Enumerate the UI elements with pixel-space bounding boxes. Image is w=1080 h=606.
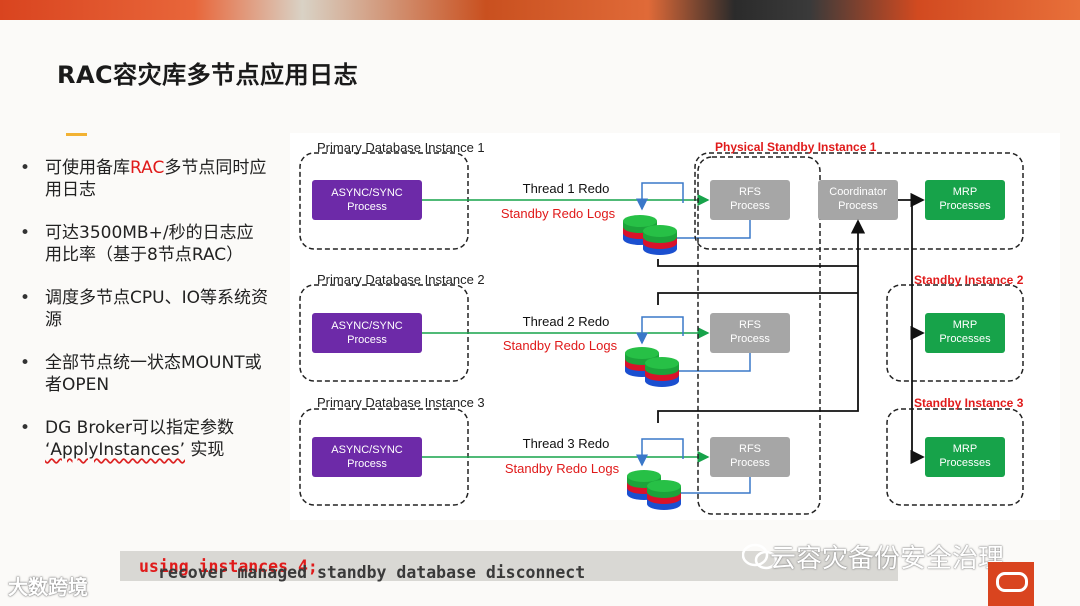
- standby-label: Standby Instance 2: [914, 273, 1024, 287]
- architecture-diagram: Primary Database Instance 1 ASYNC/SYNC P…: [290, 133, 1060, 520]
- process-label: ASYNC/SYNC: [331, 320, 403, 332]
- coordinator-process: Coordinator Process: [818, 180, 898, 220]
- svg-text:Coordinator: Coordinator: [829, 186, 887, 198]
- svg-text:Processes: Processes: [939, 200, 991, 212]
- bullet-item: 调度多节点CPU、IO等系统资源: [20, 287, 270, 331]
- svg-text:Process: Process: [730, 333, 770, 345]
- bullet-item: 全部节点统一状态MOUNT或者OPEN: [20, 352, 270, 396]
- svg-text:RFS: RFS: [739, 443, 761, 455]
- standby-2-box: [886, 284, 1024, 382]
- svg-text:Processes: Processes: [939, 457, 991, 469]
- srl-label: Standby Redo Logs: [501, 206, 616, 221]
- svg-text:Process: Process: [730, 457, 770, 469]
- rfs-process: RFS Process: [710, 313, 790, 353]
- primary-instance-2: Primary Database Instance 2 ASYNC/SYNC P…: [299, 272, 485, 382]
- svg-text:MRP: MRP: [953, 443, 977, 455]
- primary-instance-1: Primary Database Instance 1 ASYNC/SYNC P…: [299, 140, 485, 250]
- mrp-process: MRP Processes: [925, 437, 1005, 477]
- process-label: ASYNC/SYNC: [331, 444, 403, 456]
- srl-label: Standby Redo Logs: [503, 338, 618, 353]
- database-icon: [623, 215, 677, 255]
- bullet-item: DG Broker可以指定参数‘ApplyInstances’ 实现: [20, 417, 270, 461]
- header-banner: [0, 0, 1080, 20]
- mrp-process: MRP Processes: [925, 313, 1005, 353]
- svg-text:Processes: Processes: [939, 333, 991, 345]
- process-label: Process: [347, 334, 387, 346]
- mrp-process: MRP Processes: [925, 180, 1005, 220]
- svg-text:Process: Process: [838, 200, 878, 212]
- wechat-icon: [742, 543, 778, 570]
- primary-label: Primary Database Instance 3: [317, 395, 485, 410]
- srl-label: Standby Redo Logs: [505, 461, 620, 476]
- svg-text:MRP: MRP: [953, 186, 977, 198]
- oracle-logo: [988, 562, 1034, 606]
- bullet-list: 可使用备库RAC多节点同时应用日志 可达3500MB+/秒的日志应用比率（基于8…: [20, 157, 270, 482]
- watermark-right: 云容灾备份安全治理: [770, 544, 1005, 574]
- primary-label: Primary Database Instance 1: [317, 140, 485, 155]
- standby-label: Physical Standby Instance 1: [715, 140, 877, 154]
- process-label: Process: [347, 201, 387, 213]
- page-title: RAC容灾库多节点应用日志: [57, 61, 359, 89]
- database-icon: [625, 347, 679, 387]
- primary-label: Primary Database Instance 2: [317, 272, 485, 287]
- standby-3-box: [886, 408, 1024, 506]
- command-text: recover managed standby database disconn…: [139, 557, 596, 582]
- svg-text:MRP: MRP: [953, 319, 977, 331]
- process-label: ASYNC/SYNC: [331, 187, 403, 199]
- bullet-item: 可使用备库RAC多节点同时应用日志: [20, 157, 270, 201]
- rfs-process: RFS Process: [710, 437, 790, 477]
- thread-label: Thread 2 Redo: [523, 314, 610, 329]
- bullet-item: 可达3500MB+/秒的日志应用比率（基于8节点RAC）: [20, 222, 270, 266]
- rfs-process: RFS Process: [710, 180, 790, 220]
- thread-label: Thread 1 Redo: [523, 181, 610, 196]
- accent-divider: [66, 133, 87, 136]
- command-bar: recover managed standby database disconn…: [120, 551, 898, 582]
- thread-label: Thread 3 Redo: [523, 436, 610, 451]
- svg-text:Process: Process: [730, 200, 770, 212]
- primary-instance-3: Primary Database Instance 3 ASYNC/SYNC P…: [299, 395, 485, 506]
- standby-label: Standby Instance 3: [914, 396, 1024, 410]
- watermark-left: 大数跨境: [8, 575, 88, 599]
- database-icon: [627, 470, 681, 510]
- rfs-column-box: [697, 156, 821, 515]
- physical-standby-box: [694, 152, 1024, 250]
- svg-text:RFS: RFS: [739, 186, 761, 198]
- process-label: Process: [347, 458, 387, 470]
- svg-text:RFS: RFS: [739, 319, 761, 331]
